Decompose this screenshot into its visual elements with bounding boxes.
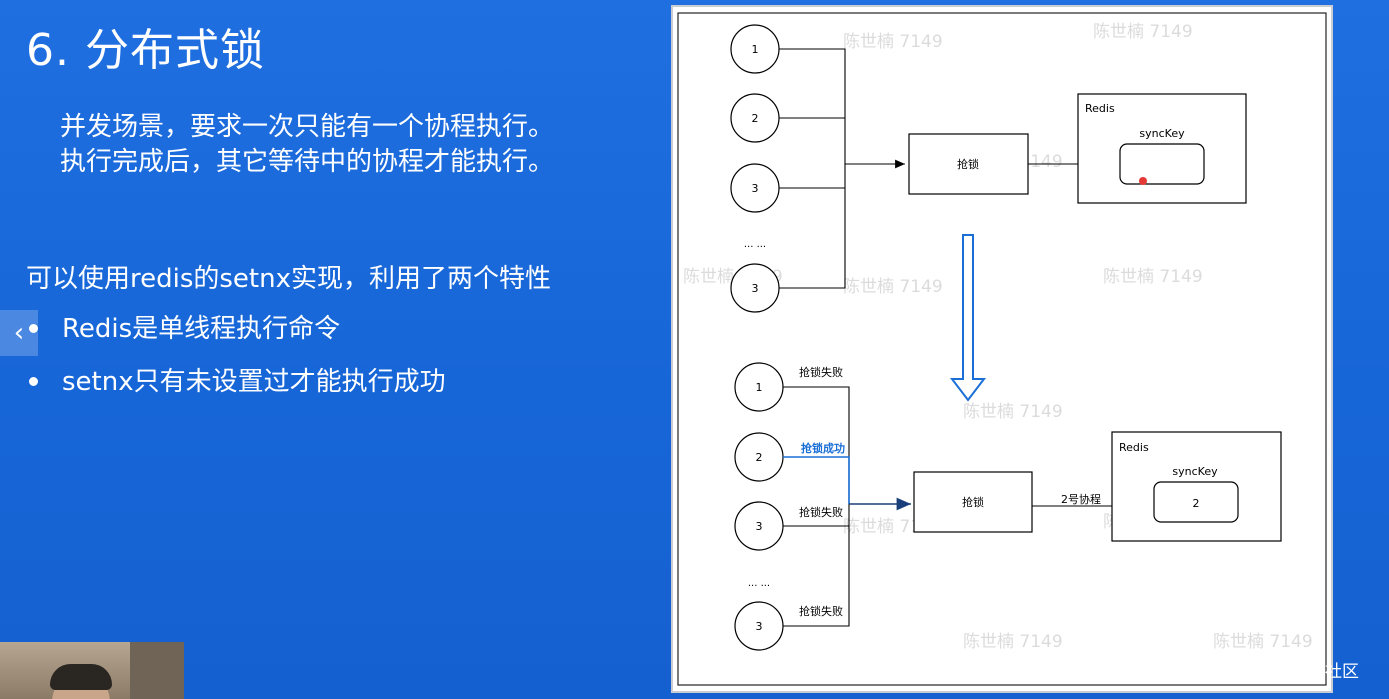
svg-text:陈世楠 7149: 陈世楠 7149 [843, 32, 943, 52]
svg-text:陈世楠 7149: 陈世楠 7149 [1103, 267, 1203, 287]
previous-slide-button[interactable]: ‹ [0, 310, 38, 356]
slide-title: 6. 分布式锁 [26, 25, 265, 76]
node-label: 2 [752, 112, 759, 125]
top-diagram: 1 2 3 ... ... 3 抢锁 Redis syncKey [730, 24, 1247, 313]
intro-text: 并发场景，要求一次只能有一个协程执行。 执行完成后，其它等待中的协程才能执行。 [60, 110, 554, 180]
edge-label-success: 抢锁成功 [801, 441, 845, 455]
node-label: 1 [752, 43, 759, 56]
subhead: 可以使用redis的setnx实现，利用了两个特性 [26, 264, 551, 294]
synckey-label: syncKey [1139, 127, 1185, 140]
chevron-left-icon: ‹ [13, 318, 25, 348]
svg-text:陈世楠 7149: 陈世楠 7149 [843, 277, 943, 297]
arrow-label: 2号协程 [1061, 492, 1101, 506]
node-label: 2 [756, 451, 763, 464]
synckey-slot [1153, 481, 1239, 523]
lock-box [908, 133, 1029, 195]
redis-label: Redis [1119, 441, 1149, 454]
lock-box-label: 抢锁 [957, 157, 979, 171]
cursor-dot-icon [1139, 177, 1147, 185]
lock-box-label: 抢锁 [962, 495, 984, 509]
synckey-label: syncKey [1172, 465, 1218, 478]
ellipsis-label: ... ... [744, 239, 766, 250]
svg-text:陈世楠 7149: 陈世楠 7149 [1093, 22, 1193, 42]
node-label: 1 [756, 381, 763, 394]
diagram-frame [677, 12, 1327, 686]
node-label: 3 [752, 282, 759, 295]
bottom-diagram: 1 2 3 ... ... 3 抢锁失败 抢锁成功 抢锁失败 抢锁失败 抢锁 2… [734, 362, 1282, 651]
svg-text:陈世楠 7149: 陈世楠 7149 [963, 632, 1063, 652]
edge-label: 抢锁失败 [799, 505, 843, 519]
intro-line-2: 执行完成后，其它等待中的协程才能执行。 [60, 147, 555, 177]
webcam-background [130, 642, 184, 699]
node-label: 3 [756, 620, 763, 633]
edge-label: 抢锁失败 [799, 365, 843, 379]
presenter-hair [50, 664, 112, 690]
bullet-dot-icon [29, 324, 38, 333]
bullet-dot-icon [29, 377, 38, 386]
redis-label: Redis [1085, 102, 1115, 115]
svg-text:陈世楠 7149: 陈世楠 7149 [963, 402, 1063, 422]
footer-brand: @稀土掘金技术社区 [1206, 662, 1359, 682]
down-arrow-icon [949, 234, 987, 402]
bullet-text: setnx只有未设置过才能执行成功 [62, 367, 446, 397]
synckey-value: 2 [1193, 497, 1200, 510]
node-label: 3 [756, 520, 763, 533]
bullet-list: Redis是单线程执行命令 setnx只有未设置过才能执行成功 [26, 308, 446, 414]
lock-diagram: 陈世楠 7149 陈世楠 7149 陈世楠 7149 陈世楠 7149 陈世楠 … [677, 12, 1327, 686]
bullet-item: setnx只有未设置过才能执行成功 [26, 361, 446, 414]
webcam-overlay [0, 642, 184, 699]
edge-label: 抢锁失败 [799, 604, 843, 618]
success-path [783, 456, 850, 504]
synckey-slot [1119, 143, 1205, 185]
bullet-item: Redis是单线程执行命令 [26, 308, 446, 361]
lock-box [913, 471, 1033, 533]
intro-line-1: 并发场景，要求一次只能有一个协程执行。 [60, 112, 555, 142]
node-label: 3 [752, 182, 759, 195]
svg-text:陈世楠 7149: 陈世楠 7149 [1213, 632, 1313, 652]
bullet-text: Redis是单线程执行命令 [62, 314, 341, 344]
ellipsis-label: ... ... [748, 578, 770, 589]
diagram-panel: 陈世楠 7149 陈世楠 7149 陈世楠 7149 陈世楠 7149 陈世楠 … [671, 5, 1333, 693]
